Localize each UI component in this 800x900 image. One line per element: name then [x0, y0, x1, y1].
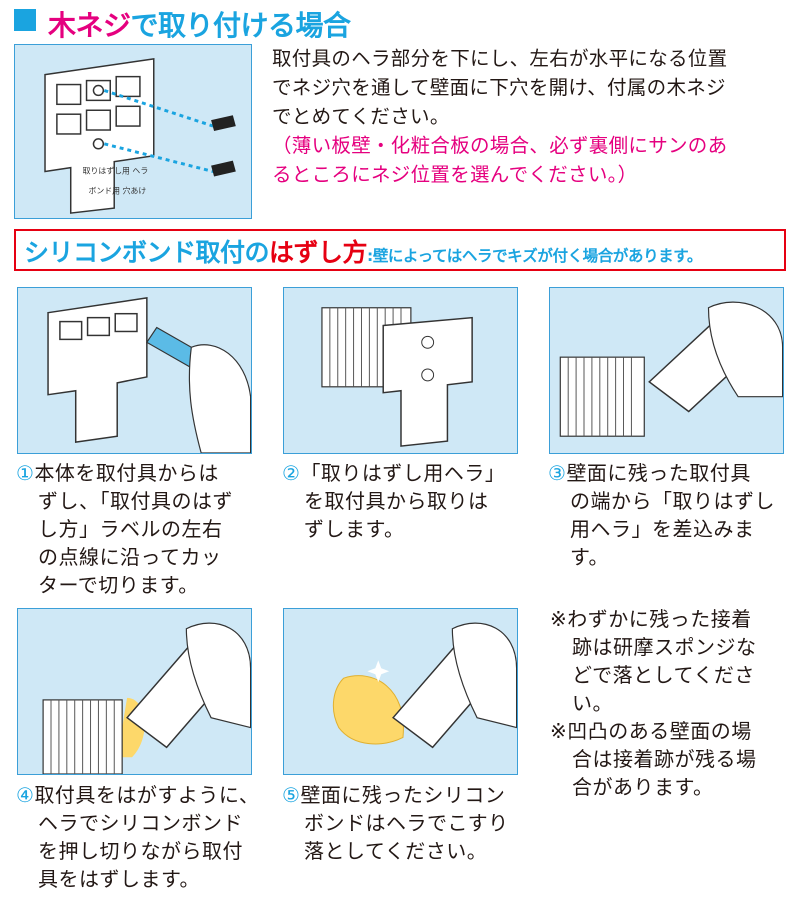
- note-2-line-3: 合があります。: [572, 775, 714, 799]
- title-square-icon: [14, 9, 36, 31]
- spatula-label: 取りはずし用 ヘラ: [83, 166, 149, 176]
- wood-line-3: でとめてください。: [272, 105, 450, 128]
- wood-note-line-2: るところにネジ位置を選んでください。）: [272, 163, 638, 186]
- step-3-caption: ③壁面に残った取付具 の端から「取りはずし 用ヘラ」を差込みま す。: [548, 459, 793, 571]
- wood-line-1: 取付具のヘラ部分を下にし、左右が水平になる位置: [272, 47, 728, 70]
- step-1-illustration: [17, 287, 252, 454]
- step-2-illustration: [283, 287, 518, 454]
- wood-note-line-1: （薄い板壁・化粧合板の場合、必ず裏側にサンのあ: [272, 134, 728, 157]
- step-4-number: ④: [16, 783, 35, 807]
- step-1-line-3: し方」ラベルの左右: [38, 517, 223, 541]
- wood-line-2: でネジ穴を通して壁面に下穴を開け、付属の木ネジ: [272, 76, 726, 99]
- step-5-number: ⑤: [282, 783, 301, 807]
- section-title: 木ネジで取り付ける場合: [48, 4, 351, 44]
- step-3-line-1: 壁面に残った取付具: [566, 461, 751, 485]
- step-1-caption: ①本体を取付具からは ずし、「取付具のはず し方」ラベルの左右 の点線に沿ってカ…: [16, 459, 261, 599]
- step-5-illustration: [283, 608, 518, 775]
- note-2-line-2: 合は接着跡が残る場: [572, 747, 757, 771]
- step-4-illustration: [17, 608, 252, 775]
- step-1-line-2: ずし、「取付具のはず: [38, 489, 233, 513]
- note-1: ※わずかに残った接着 跡は研摩スポンジな どで落としてください。: [550, 605, 795, 717]
- step-4-caption: ④取付具をはがすように、 ヘラでシリコンボンド を押し切りながら取付 具をはずし…: [16, 781, 271, 893]
- step-3-line-3: 用ヘラ」を差込みま: [570, 517, 755, 541]
- hole-label: ボンド用 穴あけ: [89, 185, 147, 195]
- step-2-line-2: を取付具から取りは: [304, 489, 489, 513]
- note-1-line-2: 跡は研摩スポンジな: [572, 635, 757, 659]
- banner-note: :壁によってはヘラでキズが付く場合があります。: [367, 247, 702, 265]
- note-2: ※凹凸のある壁面の場 合は接着跡が残る場 合があります。: [550, 717, 795, 801]
- banner-heading-a: シリコンボンド取付の: [24, 238, 270, 267]
- note-1-line-1: わずかに残った接着: [567, 607, 752, 631]
- step-1-line-5: ターで切ります。: [38, 573, 199, 597]
- step-2-line-3: ずします。: [304, 517, 405, 541]
- banner-heading-b: はずし方: [269, 238, 368, 267]
- step-5-line-2: ボンドはヘラでこすり: [304, 811, 509, 835]
- step-1-line-1: 本体を取付具からは: [34, 461, 219, 485]
- step-5-line-3: 落としてください。: [304, 839, 488, 863]
- step-2-number: ②: [282, 461, 301, 485]
- step-4-line-3: を押し切りながら取付: [38, 839, 243, 863]
- step-3-illustration: [549, 287, 784, 454]
- step-3-line-4: す。: [570, 545, 609, 569]
- note-2-mark: ※: [550, 719, 568, 743]
- wood-screw-instructions: 取付具のヘラ部分を下にし、左右が水平になる位置 でネジ穴を通して壁面に下穴を開け…: [272, 44, 782, 189]
- step-1-line-4: の点線に沿ってカッ: [38, 545, 222, 569]
- step-4-line-4: 具をはずします。: [38, 867, 200, 891]
- title-rest: で取り付ける場合: [130, 9, 352, 42]
- step-1-number: ①: [16, 461, 35, 485]
- note-1-mark: ※: [550, 607, 568, 631]
- removal-banner: シリコンボンド取付のはずし方:壁によってはヘラでキズが付く場合があります。: [14, 229, 786, 271]
- step-2-caption: ②「取りはずし用ヘラ」 を取付具から取りは ずします。: [282, 459, 527, 543]
- banner-heading: シリコンボンド取付のはずし方:壁によってはヘラでキズが付く場合があります。: [24, 233, 702, 269]
- step-2-line-1: 「取りはずし用ヘラ」: [300, 461, 506, 485]
- step-3-number: ③: [548, 461, 567, 485]
- step-3-line-2: の端から「取りはずし: [570, 489, 775, 513]
- wood-screw-illustration: 取りはずし用 ヘラ ボンド用 穴あけ: [14, 44, 252, 219]
- note-2-line-1: 凹凸のある壁面の場: [567, 719, 752, 743]
- step-5-caption: ⑤壁面に残ったシリコン ボンドはヘラでこすり 落としてください。: [282, 781, 537, 865]
- title-prefix: 木ネジ: [48, 9, 131, 42]
- step-5-line-1: 壁面に残ったシリコン: [300, 783, 506, 807]
- note-1-line-3: どで落としてください。: [572, 663, 755, 715]
- step-4-line-2: ヘラでシリコンボンド: [38, 811, 243, 835]
- step-4-line-1: 取付具をはがすように、: [34, 783, 260, 807]
